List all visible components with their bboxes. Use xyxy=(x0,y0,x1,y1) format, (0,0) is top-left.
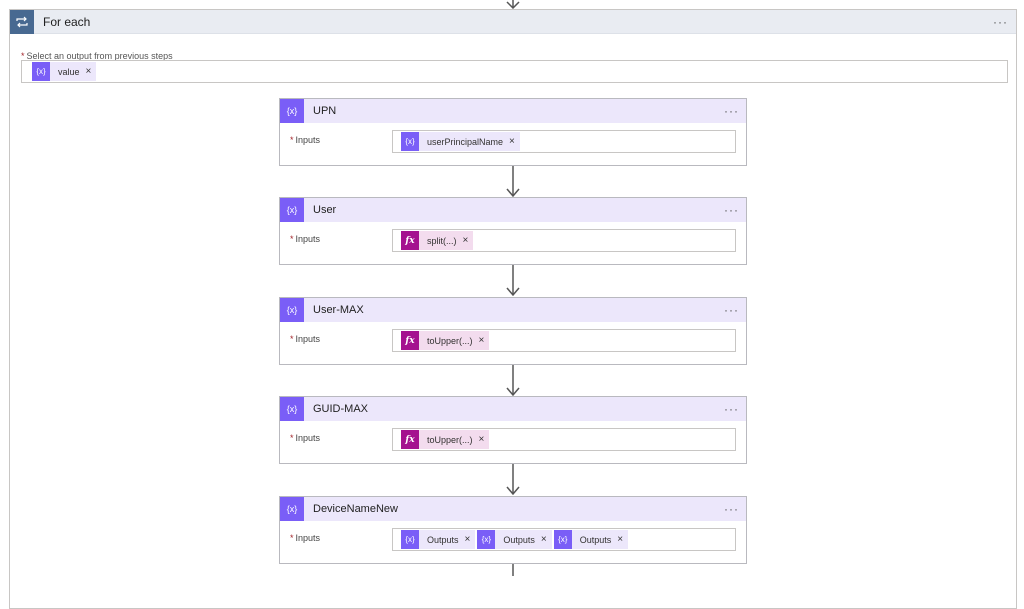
more-options-icon[interactable]: ··· xyxy=(724,104,739,118)
inputs-label-text: Inputs xyxy=(295,433,321,443)
compose-action-card[interactable]: {x} User-MAX ··· *Inputs fx toUpper(...)… xyxy=(279,297,747,365)
remove-token-icon[interactable]: × xyxy=(478,335,485,346)
dynamic-content-token[interactable]: {x} userPrincipalName × xyxy=(401,132,520,151)
dynamic-content-token[interactable]: {x} Outputs × xyxy=(401,530,476,549)
connector-arrow xyxy=(506,166,520,197)
more-options-icon[interactable]: ··· xyxy=(724,402,739,416)
card-header[interactable]: {x} GUID-MAX ··· xyxy=(280,397,746,421)
remove-token-icon[interactable]: × xyxy=(85,66,92,77)
inputs-label-text: Inputs xyxy=(295,533,321,543)
inputs-label: *Inputs xyxy=(290,234,320,244)
compose-action-card[interactable]: {x} GUID-MAX ··· *Inputs fx toUpper(...)… xyxy=(279,396,747,464)
variable-icon: {x} xyxy=(280,198,304,222)
required-mark: * xyxy=(290,135,294,145)
compose-action-card[interactable]: {x} UPN ··· *Inputs {x} userPrincipalNam… xyxy=(279,98,747,166)
dynamic-content-token[interactable]: fx split(...) × xyxy=(401,231,474,250)
connector-arrow xyxy=(506,464,520,495)
dynamic-content-token[interactable]: fx toUpper(...) × xyxy=(401,430,490,449)
variable-icon: {x} xyxy=(280,497,304,521)
token-label: split(...) xyxy=(427,235,457,246)
function-icon: fx xyxy=(401,331,419,350)
card-header[interactable]: {x} UPN ··· xyxy=(280,99,746,123)
inputs-field[interactable]: {x} userPrincipalName × xyxy=(392,130,736,153)
dynamic-content-token[interactable]: {x} Outputs × xyxy=(477,530,552,549)
dynamic-content-token[interactable]: {x} Outputs × xyxy=(553,530,629,549)
variable-icon: {x} xyxy=(32,62,50,81)
card-header[interactable]: {x} User ··· xyxy=(280,198,746,222)
card-header[interactable]: {x} DeviceNameNew ··· xyxy=(280,497,746,521)
card-title: User-MAX xyxy=(313,304,364,316)
inputs-label: *Inputs xyxy=(290,533,320,543)
inputs-field[interactable]: fx toUpper(...) × xyxy=(392,329,736,352)
token-label: value xyxy=(58,66,80,77)
foreach-output-input[interactable]: {x} value × xyxy=(21,60,1008,83)
compose-action-card[interactable]: {x} User ··· *Inputs fx split(...) × xyxy=(279,197,747,265)
card-title: GUID-MAX xyxy=(313,403,368,415)
required-mark: * xyxy=(21,51,25,61)
compose-action-card[interactable]: {x} DeviceNameNew ··· *Inputs {x} Output… xyxy=(279,496,747,564)
token-label: toUpper(...) xyxy=(427,335,473,346)
foreach-title: For each xyxy=(43,14,91,29)
remove-token-icon[interactable]: × xyxy=(509,136,515,147)
variable-icon: {x} xyxy=(553,530,572,549)
token-label: Outputs xyxy=(503,534,535,545)
variable-icon: {x} xyxy=(401,530,419,549)
foreach-field-label: *Select an output from previous steps xyxy=(21,51,173,61)
more-options-icon[interactable]: ··· xyxy=(724,502,739,516)
inputs-field[interactable]: fx toUpper(...) × xyxy=(392,428,736,451)
remove-token-icon[interactable]: × xyxy=(617,534,624,545)
required-mark: * xyxy=(290,533,294,543)
inputs-label: *Inputs xyxy=(290,433,320,443)
token-label: Outputs xyxy=(579,534,612,545)
connector-arrow xyxy=(506,265,520,296)
variable-icon: {x} xyxy=(280,298,304,322)
card-title: DeviceNameNew xyxy=(313,503,398,515)
remove-token-icon[interactable]: × xyxy=(478,434,485,445)
inputs-field[interactable]: fx split(...) × xyxy=(392,229,736,252)
card-header[interactable]: {x} User-MAX ··· xyxy=(280,298,746,322)
inputs-label: *Inputs xyxy=(290,334,320,344)
token-label: Outputs xyxy=(427,534,459,545)
loop-icon xyxy=(10,9,34,34)
connector-arrow xyxy=(506,365,520,396)
variable-icon: {x} xyxy=(477,530,496,549)
card-title: User xyxy=(313,204,337,216)
remove-token-icon[interactable]: × xyxy=(540,534,547,545)
inputs-label: *Inputs xyxy=(290,135,320,145)
required-mark: * xyxy=(290,334,294,344)
connector-arrow-top xyxy=(506,0,520,9)
remove-token-icon[interactable]: × xyxy=(462,235,469,246)
variable-icon: {x} xyxy=(280,397,304,421)
field-label-text: Select an output from previous steps xyxy=(26,51,173,61)
more-options-icon[interactable]: ··· xyxy=(724,303,739,317)
inputs-label-text: Inputs xyxy=(295,234,321,244)
variable-icon: {x} xyxy=(401,132,419,151)
more-options-icon[interactable]: ··· xyxy=(724,203,739,217)
token-label: toUpper(...) xyxy=(427,434,473,445)
connector-arrow xyxy=(512,564,514,576)
card-title: UPN xyxy=(313,105,337,117)
inputs-field[interactable]: {x} Outputs × {x} Outputs × {x} Outputs … xyxy=(392,528,736,551)
function-icon: fx xyxy=(401,430,419,449)
dynamic-content-token[interactable]: fx toUpper(...) × xyxy=(401,331,490,350)
required-mark: * xyxy=(290,433,294,443)
token-label: userPrincipalName xyxy=(427,136,504,147)
dynamic-content-token[interactable]: {x} value × xyxy=(32,62,97,81)
foreach-header[interactable]: For each ··· xyxy=(10,9,1016,34)
more-options-icon[interactable]: ··· xyxy=(993,14,1008,29)
remove-token-icon[interactable]: × xyxy=(464,534,471,545)
inputs-label-text: Inputs xyxy=(295,135,321,145)
variable-icon: {x} xyxy=(280,99,304,123)
function-icon: fx xyxy=(401,231,419,250)
required-mark: * xyxy=(290,234,294,244)
inputs-label-text: Inputs xyxy=(295,334,321,344)
